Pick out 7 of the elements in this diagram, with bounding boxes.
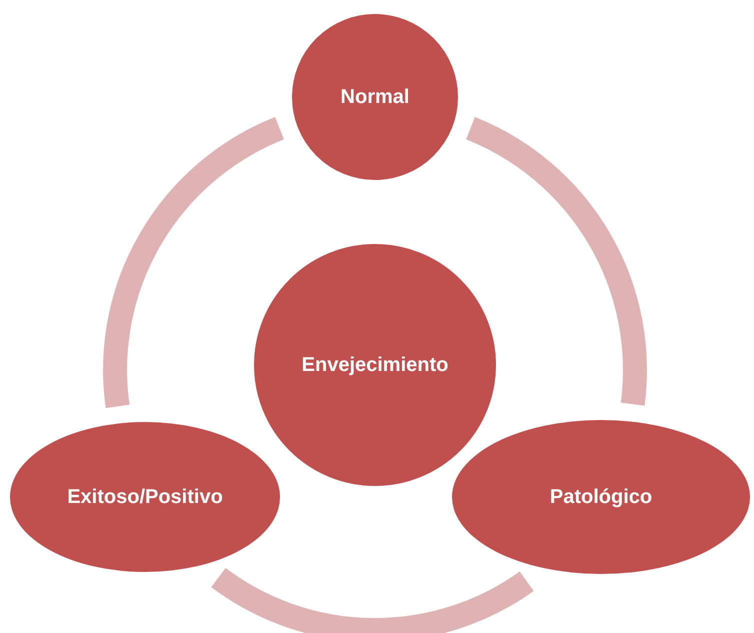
node-label: Exitoso/Positivo bbox=[67, 486, 223, 508]
node-label: Patológico bbox=[550, 486, 652, 508]
node-label: Normal bbox=[340, 86, 410, 108]
node-label: Envejecimiento bbox=[302, 354, 448, 376]
ring-arc bbox=[103, 117, 285, 408]
ring-arc bbox=[212, 568, 534, 633]
ring-arc bbox=[465, 117, 647, 406]
